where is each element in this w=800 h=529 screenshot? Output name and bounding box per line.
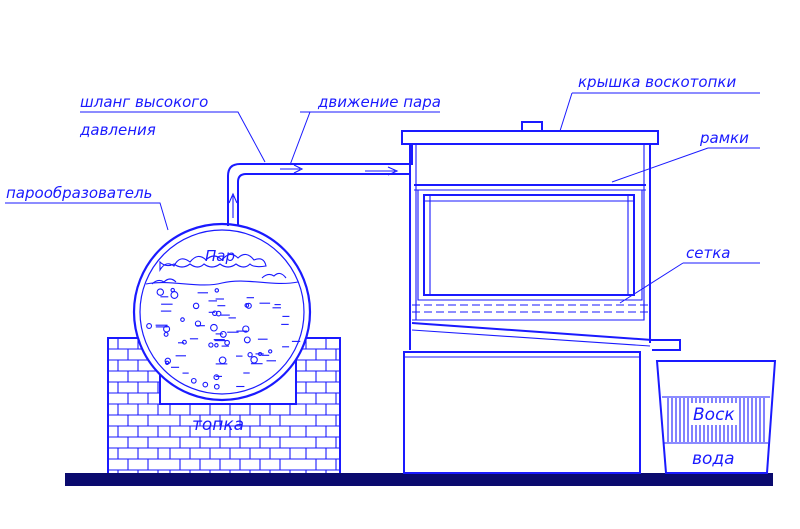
- label-generator: парообразователь: [6, 184, 152, 202]
- brick-furnace: [107, 337, 341, 473]
- ground-base: [65, 473, 773, 486]
- leader-lines: [5, 92, 760, 304]
- lid-handle: [521, 121, 543, 132]
- label-hose-line1: шланг высокого: [80, 93, 208, 111]
- steam-generator: [132, 222, 312, 402]
- wax-melter-body: [401, 121, 681, 474]
- label-hose-line2: давления: [79, 121, 156, 139]
- label-steam-flow: движение пара: [317, 93, 441, 111]
- steam-cloud: [159, 253, 267, 272]
- label-steam: Пар: [205, 247, 235, 265]
- label-wax: Воск: [693, 405, 735, 425]
- label-frames: рамки: [699, 129, 749, 147]
- melter-lid: [401, 130, 659, 145]
- label-water: вода: [692, 449, 735, 469]
- label-lid: крышка воскотопки: [578, 73, 736, 91]
- label-mesh: сетка: [686, 244, 730, 262]
- honey-frame: [423, 194, 635, 296]
- steam-hose: [227, 145, 413, 226]
- melter-base: [403, 351, 641, 474]
- label-firebox: топка: [192, 415, 244, 435]
